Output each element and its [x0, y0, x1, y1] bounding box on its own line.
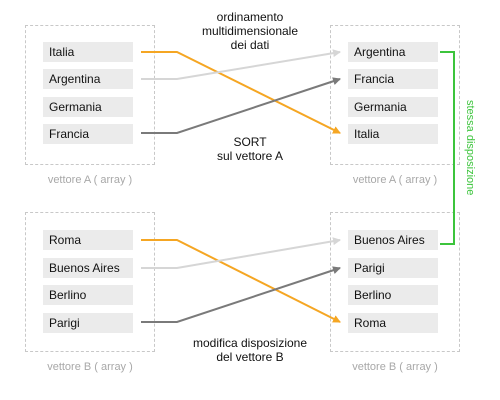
vector-a-before-caption: vettore A ( array ) — [47, 174, 133, 186]
sort-description-line: multidimensionale — [201, 24, 299, 38]
vector-a-after-cell: Italia — [348, 124, 438, 144]
same-order-label: stessa disposizione — [464, 100, 476, 196]
vector-a-before-cell: Italia — [43, 42, 133, 62]
arrow-buenos-aires — [141, 237, 341, 269]
arrow-roma — [141, 239, 341, 323]
vector-a-before-cell: Argentina — [43, 69, 133, 89]
arrow-italia — [141, 51, 341, 134]
vector-b-after-caption: vettore B ( array ) — [352, 361, 438, 373]
sort-operation-label: SORT sul vettore A — [190, 135, 310, 163]
sort-description-label: ordinamento multidimensionale dei dati — [190, 10, 310, 52]
vector-a-before-cell: Francia — [43, 124, 133, 144]
sort-operation-line: SORT — [233, 135, 267, 149]
vector-b-after-cell: Berlino — [348, 285, 438, 305]
vector-b-before-caption: vettore B ( array ) — [47, 361, 133, 373]
vector-a-after-cell: Germania — [348, 97, 438, 117]
vector-b-change-line: modifica disposizione — [192, 336, 308, 350]
vector-b-before-cell: Buenos Aires — [43, 258, 133, 278]
vector-b-before-cell: Parigi — [43, 313, 133, 333]
vector-b-after-cell: Buenos Aires — [348, 230, 438, 250]
vector-a-after-caption: vettore A ( array ) — [352, 174, 438, 186]
sort-description-line: dei dati — [230, 38, 270, 52]
arrow-argentina — [141, 49, 341, 80]
vector-a-after-cell: Francia — [348, 69, 438, 89]
vector-a-before-box — [25, 25, 155, 165]
vector-b-change-label: modifica disposizione del vettore B — [175, 336, 325, 364]
vector-b-after-cell: Parigi — [348, 258, 438, 278]
arrow-parigi — [141, 266, 341, 323]
same-order-bracket — [440, 51, 455, 245]
vector-b-after-box — [330, 212, 460, 352]
vector-a-before-cell: Germania — [43, 97, 133, 117]
arrow-francia — [141, 77, 341, 134]
sort-description-line: ordinamento — [216, 10, 284, 24]
vector-b-change-line: del vettore B — [216, 350, 284, 364]
vector-b-before-box — [25, 212, 155, 352]
sort-operation-line: sul vettore A — [216, 149, 284, 163]
vector-b-before-cell: Roma — [43, 230, 133, 250]
vector-a-after-box — [330, 25, 460, 165]
vector-b-before-cell: Berlino — [43, 285, 133, 305]
vector-a-after-cell: Argentina — [348, 42, 438, 62]
vector-b-after-cell: Roma — [348, 313, 438, 333]
